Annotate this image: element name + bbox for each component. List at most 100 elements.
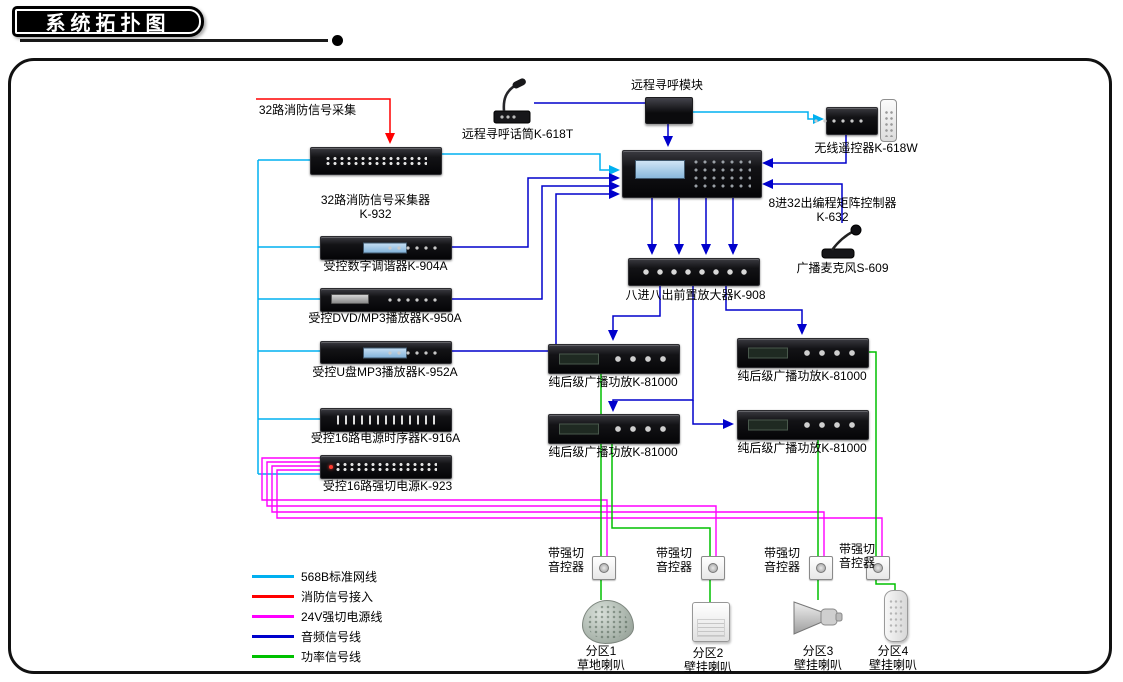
column-speaker-icon xyxy=(884,590,908,642)
label-zone-2: 分区2 壁挂喇叭 xyxy=(678,646,738,674)
label-zone4-speaker: 壁挂喇叭 xyxy=(868,658,917,672)
device-k618w-receiver xyxy=(826,107,878,135)
label-zone-3: 分区3 壁挂喇叭 xyxy=(786,644,850,672)
wire-k950a-to-matrix xyxy=(450,181,620,300)
paging-module-box xyxy=(645,97,693,124)
legend-swatch-fire xyxy=(252,595,294,598)
wire-amp2-to-zone4 xyxy=(867,351,896,592)
label-k904a: 受控数字调谐器K-904A xyxy=(323,259,448,273)
label-s609: 广播麦克风S-609 xyxy=(796,261,889,275)
device-k904a-tuner xyxy=(320,236,452,260)
label-paging-module: 远程寻呼模块 xyxy=(630,78,703,92)
legend-label-24v: 24V强切电源线 xyxy=(301,610,383,624)
wire-preamp-to-amp3 xyxy=(608,285,694,412)
diagram-frame xyxy=(8,58,1112,674)
label-k932-name: 32路消防信号采集器 xyxy=(320,193,431,207)
label-fire-signal-source: 32路消防信号采集 xyxy=(258,103,357,117)
label-vc3-line1: 带强切 xyxy=(763,546,800,560)
label-vc2-line2: 音控器 xyxy=(655,560,692,574)
wire-fire-input xyxy=(256,98,395,144)
label-vc2-line1: 带强切 xyxy=(655,546,692,560)
label-k632-model: K-632 xyxy=(816,210,849,224)
wall-speaker-icon xyxy=(692,602,730,642)
wire-amp3-to-zone2 xyxy=(611,442,711,604)
label-zone-1: 分区1 草地喇叭 xyxy=(568,644,634,672)
label-vc3-line2: 音控器 xyxy=(763,560,800,574)
audio-wires xyxy=(450,102,847,429)
label-k632-name: 8进32出编程矩阵控制器 xyxy=(768,196,897,210)
wire-k952a-to-matrix xyxy=(450,189,620,352)
label-volume-controller-4: 带强切 音控器 xyxy=(833,542,881,570)
device-k952a-usb-player xyxy=(320,341,452,364)
label-k632: 8进32出编程矩阵控制器 K-632 xyxy=(740,196,925,224)
page-title-banner: 系统拓扑图 xyxy=(12,6,204,37)
device-amp-4 xyxy=(737,410,869,440)
legend-label-network: 568B标准网线 xyxy=(301,570,378,584)
wire-k904a-to-matrix xyxy=(450,173,620,248)
device-amp-1 xyxy=(548,344,680,374)
label-zone4-name: 分区4 xyxy=(877,644,909,658)
device-k908-preamp xyxy=(628,258,760,286)
legend-swatch-audio xyxy=(252,635,294,638)
legend-swatch-network xyxy=(252,575,294,578)
garden-rock-speaker-icon xyxy=(582,600,634,644)
paging-microphone-icon xyxy=(488,78,534,126)
label-zone3-speaker: 壁挂喇叭 xyxy=(793,658,842,672)
legend: 568B标准网线 消防信号接入 24V强切电源线 音频信号线 功率信号线 xyxy=(252,570,383,664)
banner-dot xyxy=(332,35,343,46)
device-k916a-power-sequencer xyxy=(320,408,452,432)
label-volume-controller-3: 带强切 音控器 xyxy=(758,546,806,574)
legend-label-fire: 消防信号接入 xyxy=(301,590,374,604)
label-k618t: 远程寻呼话筒K-618T xyxy=(461,127,574,141)
label-zone3-name: 分区3 xyxy=(802,644,834,658)
label-zone1-speaker: 草地喇叭 xyxy=(576,658,625,672)
horn-speaker-icon xyxy=(792,598,844,638)
label-k932-model: K-932 xyxy=(359,207,392,221)
label-amp-1: 纯后级广播功放K-81000 xyxy=(548,375,678,389)
page-title: 系统拓扑图 xyxy=(45,13,171,35)
wire-24v-zone4 xyxy=(276,469,883,556)
wire-module-to-k618w xyxy=(691,111,824,124)
label-k932: 32路消防信号采集器 K-932 xyxy=(303,193,448,221)
label-k950a: 受控DVD/MP3播放器K-950A xyxy=(308,311,462,325)
legend-swatch-24v xyxy=(252,615,294,618)
legend-swatch-power xyxy=(252,655,294,658)
banner-underline xyxy=(20,39,328,42)
wire-24v-zone3 xyxy=(271,465,825,556)
label-volume-controller-1: 带强切 音控器 xyxy=(542,546,590,574)
label-k618w: 无线遥控器K-618W xyxy=(814,141,918,155)
label-amp-4: 纯后级广播功放K-81000 xyxy=(737,441,867,455)
wire-preamp-to-amp4 xyxy=(692,400,734,429)
volume-controller-3 xyxy=(809,556,833,580)
device-k632-matrix-controller xyxy=(622,150,762,198)
legend-item-fire: 消防信号接入 xyxy=(252,590,382,604)
volume-controller-1 xyxy=(592,556,616,580)
power-24v-wires xyxy=(261,457,883,556)
wire-preamp-to-amp1 xyxy=(608,285,661,341)
volume-controller-2 xyxy=(701,556,725,580)
label-zone2-speaker: 壁挂喇叭 xyxy=(683,660,732,674)
wire-k618w-to-matrix xyxy=(762,134,847,168)
label-k923: 受控16路强切电源K-923 xyxy=(322,479,453,493)
label-volume-controller-2: 带强切 音控器 xyxy=(650,546,698,574)
label-vc4-line2: 音控器 xyxy=(838,556,875,570)
device-k923-power-supply xyxy=(320,455,452,479)
fire-signal-wires xyxy=(256,98,395,144)
device-k932-collector xyxy=(310,147,442,175)
device-k950a-dvd-player xyxy=(320,288,452,312)
label-vc4-line1: 带强切 xyxy=(838,542,875,556)
label-k952a: 受控U盘MP3播放器K-952A xyxy=(312,365,458,379)
label-amp-2: 纯后级广播功放K-81000 xyxy=(737,369,867,383)
legend-label-power: 功率信号线 xyxy=(301,650,362,664)
wire-k932-to-matrix xyxy=(440,153,620,175)
label-zone-4: 分区4 壁挂喇叭 xyxy=(860,644,926,672)
label-vc1-line2: 音控器 xyxy=(547,560,584,574)
label-amp-3: 纯后级广播功放K-81000 xyxy=(548,445,678,459)
broadcast-microphone-icon xyxy=(818,222,866,260)
wire-preamp-to-amp2 xyxy=(725,285,807,335)
device-amp-3 xyxy=(548,414,680,444)
label-zone2-name: 分区2 xyxy=(692,646,724,660)
label-vc1-line1: 带强切 xyxy=(547,546,584,560)
